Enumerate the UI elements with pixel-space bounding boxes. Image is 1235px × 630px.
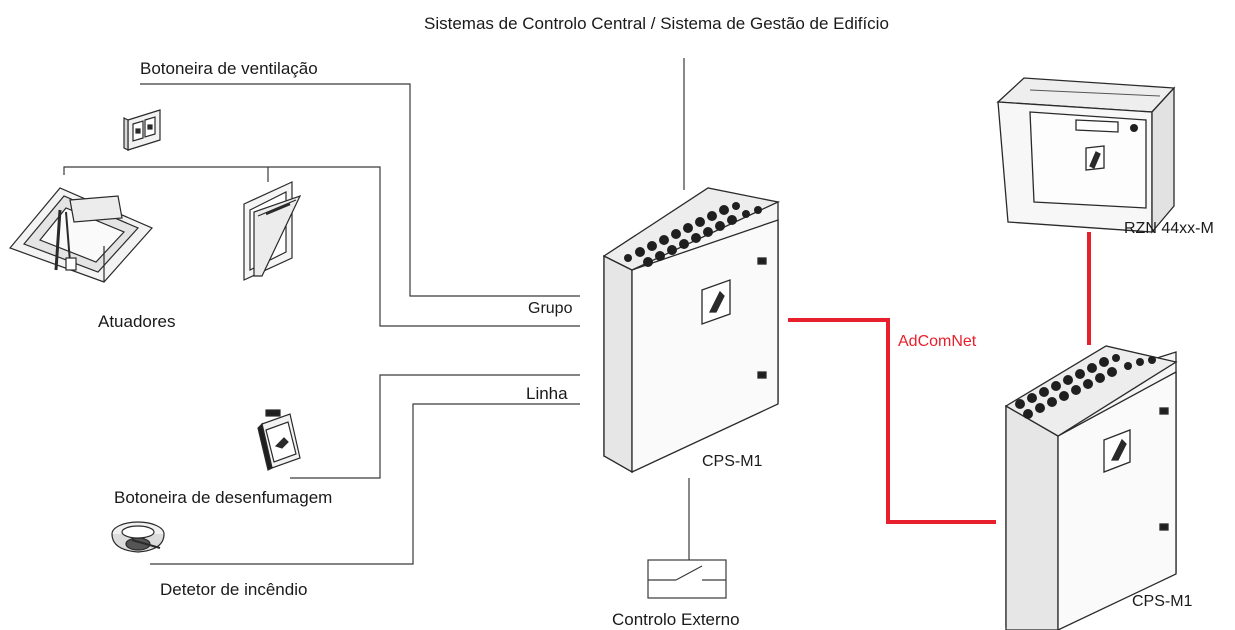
cps-main-label: CPS-M1 [702, 453, 763, 470]
wire-actuators [63, 166, 580, 327]
actuators-label: Atuadores [98, 312, 176, 331]
wire-smoke-button [290, 374, 580, 479]
wire-ventilation-button [140, 83, 580, 297]
external-control-label: Controlo Externo [612, 610, 740, 629]
wire-fire-detector [150, 403, 580, 565]
central-system-label: Sistemas de Controlo Central / Sistema d… [424, 14, 889, 33]
cps-secondary-label: CPS-M1 [1132, 593, 1193, 610]
cps-m1-main-cabinet [602, 187, 781, 474]
external-control-switch-icon [647, 559, 727, 599]
ventilation-button-label: Botoneira de ventilação [140, 59, 318, 78]
fire-detector-icon [111, 521, 165, 553]
rzn-label: RZN 44xx-M [1124, 220, 1214, 237]
adcomnet-network [788, 232, 1091, 524]
fire-detector-label: Detetor de incêndio [160, 580, 308, 599]
skylight-actuator-icon [8, 187, 153, 283]
window-actuator-icon [243, 181, 302, 281]
group-label: Grupo [528, 300, 573, 317]
wiring [63, 58, 690, 565]
line-label: Linha [526, 384, 568, 403]
adcomnet-label: AdComNet [898, 333, 977, 350]
smoke-button-icon [257, 409, 301, 471]
cps-m1-secondary-cabinet [1004, 345, 1178, 630]
smoke-button-label: Botoneira de desenfumagem [114, 488, 333, 507]
ventilation-button-icon [123, 109, 161, 151]
adcomnet-link-cps [788, 318, 996, 524]
rzn-control-box [996, 77, 1176, 234]
